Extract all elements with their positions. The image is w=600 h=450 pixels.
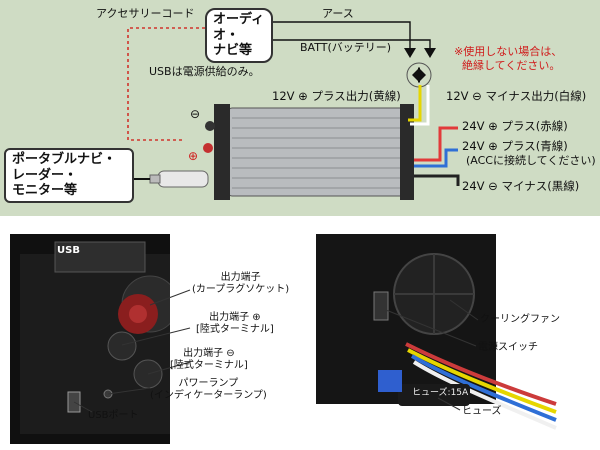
fuse-rating-label: ヒューズ:15A	[412, 388, 469, 398]
wire-blue	[414, 148, 458, 168]
callout-power-lamp: パワーランプ (インディケーターランプ)	[150, 378, 267, 402]
terminal-plus-knob-icon	[107, 331, 137, 361]
batt-arrow-icon	[424, 48, 436, 58]
portable-line3: モニター等	[12, 183, 78, 199]
wire-bundle-icon	[405, 342, 557, 406]
audio-navi-line1: オーディオ・	[213, 12, 265, 43]
audio-navi-line2: ナビ等	[213, 43, 253, 59]
wire-red	[414, 126, 458, 162]
accessory-cord-line	[127, 27, 205, 141]
callout-socket-line1: 出力端子	[220, 272, 261, 283]
fuse-plug-icon	[378, 370, 402, 392]
warning-line2: 絶縁してください。	[462, 59, 561, 72]
wire-black	[414, 174, 460, 186]
callout-usb-port: USBポート	[88, 410, 139, 421]
rear-panel-photo: ヒューズ:15A	[316, 234, 596, 444]
callout-cooling-fan: クーリングファン	[480, 314, 560, 325]
callout-plus-terminal: 出力端子 ⊕ [陸式ターミナル]	[196, 312, 274, 336]
output-12v-plus-label: 12V ⊕ プラス出力(黄線)	[272, 89, 401, 103]
callout-minus-terminal: 出力端子 ⊖ [陸式ターミナル]	[170, 348, 248, 372]
batt-label: BATT(バッテリー)	[300, 41, 392, 54]
plus-terminal-icon	[203, 143, 213, 153]
audio-navi-box: オーディオ・ ナビ等	[205, 8, 273, 63]
wiring-diagram-panel: アクセサリーコード オーディオ・ ナビ等 アース BATT(バッテリー) ※使用…	[0, 0, 600, 216]
minus-terminal-icon	[205, 121, 215, 131]
callout-power-switch: 電源スイッチ	[478, 342, 538, 353]
output-12v-minus-label: 12V ⊖ マイナス出力(白線)	[446, 89, 587, 103]
socket-cap-center-icon	[129, 305, 147, 323]
callout-plus-line1: 出力端子 ⊕	[209, 312, 261, 323]
inverter-body-icon	[227, 107, 409, 197]
brand-label: USB	[57, 245, 80, 256]
earth-label: アース	[322, 7, 354, 20]
callout-minus-line2: [陸式ターミナル]	[170, 360, 248, 371]
inverter-fins-icon	[232, 117, 404, 189]
inverter-endcap-icon	[400, 104, 414, 200]
portable-device-box: ポータブルナビ・ レーダー・ モニター等	[4, 148, 134, 203]
input-24v-minus-label: 24V ⊖ マイナス(黒線)	[462, 179, 580, 193]
front-panel-callout-area	[170, 234, 290, 444]
input-24v-plus-red-label: 24V ⊕ プラス(赤線)	[462, 119, 568, 133]
callout-lamp-line2: (インディケーターランプ)	[150, 390, 267, 401]
warning-line1: ※使用しない場合は、	[454, 45, 563, 58]
usb-port-icon	[67, 391, 81, 413]
wire-white	[410, 85, 430, 126]
portable-line1: ポータブルナビ・	[12, 152, 117, 167]
wire-yellow	[408, 85, 422, 122]
acc-note: (ACCに接続してください)	[466, 154, 596, 167]
input-24v-plus-blue-label: 24V ⊕ プラス(青線)	[462, 139, 568, 153]
batt-line	[255, 39, 431, 50]
earth-arrow-icon	[404, 48, 416, 58]
callout-socket: 出力端子 (カープラグソケット)	[192, 272, 289, 296]
inverter-frontcap-icon	[214, 104, 230, 200]
switch-icon	[373, 291, 389, 321]
car-plug-tip-icon	[149, 174, 161, 184]
callout-minus-line1: 出力端子 ⊖	[183, 348, 235, 359]
callout-plus-line2: [陸式ターミナル]	[196, 324, 274, 335]
label-plate-icon	[54, 241, 146, 273]
rear-panel-svg	[316, 234, 557, 430]
accessory-cord-label: アクセサリーコード	[96, 7, 195, 20]
minus-symbol: ⊖	[190, 107, 201, 121]
portable-line2: レーダー・	[12, 167, 78, 183]
plus-symbol: ⊕	[188, 149, 199, 163]
callout-socket-line2: (カープラグソケット)	[192, 284, 290, 295]
wiring-diagram-svg	[127, 21, 460, 200]
usb-note: USBは電源供給のみ。	[149, 65, 260, 78]
callout-fuse: ヒューズ	[462, 406, 502, 417]
callout-lamp-line1: パワーランプ	[178, 378, 239, 389]
power-lamp-icon	[103, 389, 113, 399]
car-plug-icon	[157, 170, 209, 188]
insulation-triangle-right-icon	[418, 67, 426, 83]
